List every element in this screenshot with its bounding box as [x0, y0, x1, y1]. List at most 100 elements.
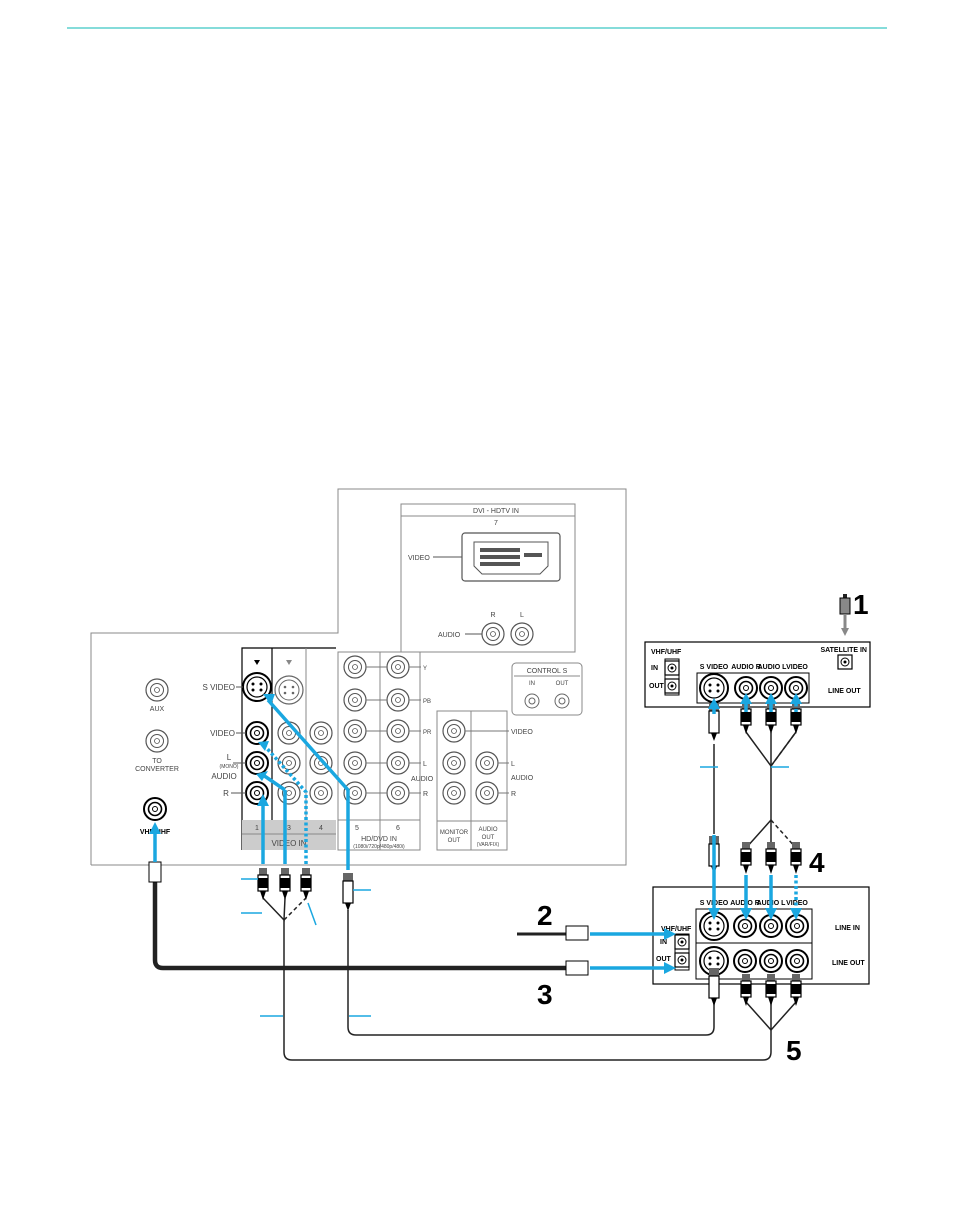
callout-2: 2	[537, 900, 553, 931]
sat-vhf-in-jack[interactable]	[664, 660, 680, 676]
hd6-y-jack[interactable]	[386, 655, 410, 679]
monitor-video-label: VIDEO	[511, 729, 533, 736]
callout-4: 4	[809, 847, 825, 878]
hd-r-label: R	[423, 791, 428, 798]
sat-audio-r-label: AUDIO R	[731, 664, 761, 671]
mono-label: (MONO)	[220, 764, 239, 770]
audio-out-label-2: OUT	[482, 835, 495, 841]
audio-out-label-1: AUDIO	[478, 827, 497, 833]
monitor-r-label: R	[511, 791, 516, 798]
hd6-pr-jack[interactable]	[386, 719, 410, 743]
s-video-label: S VIDEO	[203, 683, 235, 692]
dvi-title: DVI - HDTV IN	[473, 508, 519, 515]
to-converter-jack[interactable]	[145, 729, 169, 753]
hd6-pb-jack[interactable]	[386, 688, 410, 712]
dvi-l-label: L	[520, 612, 524, 619]
hd-l-label: L	[423, 761, 427, 768]
audio-label: AUDIO	[211, 772, 236, 781]
l-label: L	[227, 753, 232, 762]
control-s-in: IN	[529, 681, 535, 687]
hd6-l-jack[interactable]	[386, 751, 410, 775]
r-label: R	[223, 789, 229, 798]
vcr-vhf-in-jack[interactable]	[674, 934, 690, 950]
monitor-r-jack[interactable]	[442, 781, 466, 805]
hd5-y-jack[interactable]	[343, 655, 367, 679]
video-in-group: 1 3 4 VIDEO IN S VIDEO VIDEO L (MONO) AU…	[203, 647, 336, 850]
dvi-audio-r-jack[interactable]	[481, 622, 505, 646]
hd-sub: (1080i/720p/480p/480i)	[353, 844, 405, 850]
video-in-4-audio-r-jack[interactable]	[309, 781, 333, 805]
sat-out-label: OUT	[649, 683, 665, 690]
video-label: VIDEO	[210, 729, 235, 738]
satellite-receiver: VHF/UHF IN OUT S VIDEO AUDIO R AUDIO L V…	[644, 641, 871, 708]
dvi-number: 7	[494, 520, 498, 527]
tv-vhf-uhf-jack[interactable]	[143, 797, 167, 821]
dvi-pins	[480, 548, 542, 566]
video-in-4-video-jack[interactable]	[309, 721, 333, 745]
callout-1: 1	[853, 589, 869, 620]
hd-title: HD/DVD IN	[361, 836, 397, 843]
video-in-1-audio-l-jack[interactable]	[245, 751, 269, 775]
monitor-out-label-1: MONITOR	[440, 830, 469, 836]
audio-out-label-3: (VAR/FIX)	[477, 842, 500, 848]
hd5-l-jack[interactable]	[343, 751, 367, 775]
vcr-audio-r-in-jack[interactable]	[733, 914, 757, 938]
aux-jack[interactable]	[145, 678, 169, 702]
sat-vhf-uhf-label: VHF/UHF	[651, 649, 682, 656]
control-s-out: OUT	[556, 681, 569, 687]
dvi-audio-label: AUDIO	[438, 632, 461, 639]
vcr-out-label: OUT	[656, 956, 672, 963]
hd-y-label: Y	[423, 666, 427, 672]
monitor-video-jack[interactable]	[442, 719, 466, 743]
plugs	[148, 597, 851, 1007]
hd-audio-label: AUDIO	[411, 776, 434, 783]
sat-s-video-label: S VIDEO	[700, 664, 729, 671]
sat-satellite-in-label: SATELLITE IN	[820, 647, 867, 654]
vcr-line-in-label: LINE IN	[835, 925, 860, 932]
dvi-video-label: VIDEO	[408, 555, 430, 562]
sat-audio-l-label: AUDIO L	[758, 664, 788, 671]
monitor-out-label-2: OUT	[448, 838, 461, 844]
to-converter-label-1: TO	[152, 758, 162, 765]
vcr-video-in-jack[interactable]	[785, 914, 809, 938]
connection-arrows	[149, 614, 849, 1017]
aux-label: AUX	[150, 706, 165, 713]
vcr-audio-l-out-jack[interactable]	[759, 949, 783, 973]
vcr-video-out-jack[interactable]	[785, 949, 809, 973]
audio-out-l-jack[interactable]	[475, 751, 499, 775]
dvi-audio-l-jack[interactable]	[510, 622, 534, 646]
hd5-pr-jack[interactable]	[343, 719, 367, 743]
sat-in-label: IN	[651, 665, 658, 672]
monitor-out-group: VIDEO L AUDIO R MONITOR OUT AUDIO OUT (V…	[436, 710, 534, 851]
sat-vhf-out-jack[interactable]	[664, 678, 680, 694]
audio-out-r-jack[interactable]	[475, 781, 499, 805]
video-in-3-audio-r-jack[interactable]	[277, 781, 301, 805]
video-in-1-video-jack[interactable]	[245, 721, 269, 745]
sat-s-video-jack[interactable]	[699, 673, 729, 703]
video-in-footer: VIDEO IN	[271, 839, 306, 848]
dvi-r-label: R	[490, 612, 495, 619]
video-in-3-s-video-jack[interactable]	[274, 675, 304, 705]
hd6-r-jack[interactable]	[386, 781, 410, 805]
monitor-l-jack[interactable]	[442, 751, 466, 775]
callout-3: 3	[537, 979, 553, 1010]
hd-pr-label: PR	[423, 730, 432, 736]
control-s-group: CONTROL S IN OUT	[511, 662, 583, 716]
col5-label: 5	[355, 825, 359, 832]
col6-label: 6	[396, 825, 400, 832]
vcr-vhf-out-jack[interactable]	[674, 952, 690, 968]
callout-5: 5	[786, 1035, 802, 1066]
hd-pb-label: PB	[423, 699, 431, 705]
col3-label: 3	[287, 825, 291, 832]
vcr-audio-r-out-jack[interactable]	[733, 949, 757, 973]
sat-video-label: VIDEO	[786, 664, 808, 671]
sat-line-out-label: LINE OUT	[828, 688, 861, 695]
vcr-in-label: IN	[660, 939, 667, 946]
hd5-pb-jack[interactable]	[343, 688, 367, 712]
cables	[152, 594, 847, 1061]
col4-label: 4	[319, 825, 323, 832]
satellite-in-jack[interactable]	[837, 654, 853, 670]
vcr: S VIDEO AUDIO R AUDIO L VIDEO LINE IN LI…	[652, 886, 870, 985]
control-s-title: CONTROL S	[527, 668, 568, 675]
